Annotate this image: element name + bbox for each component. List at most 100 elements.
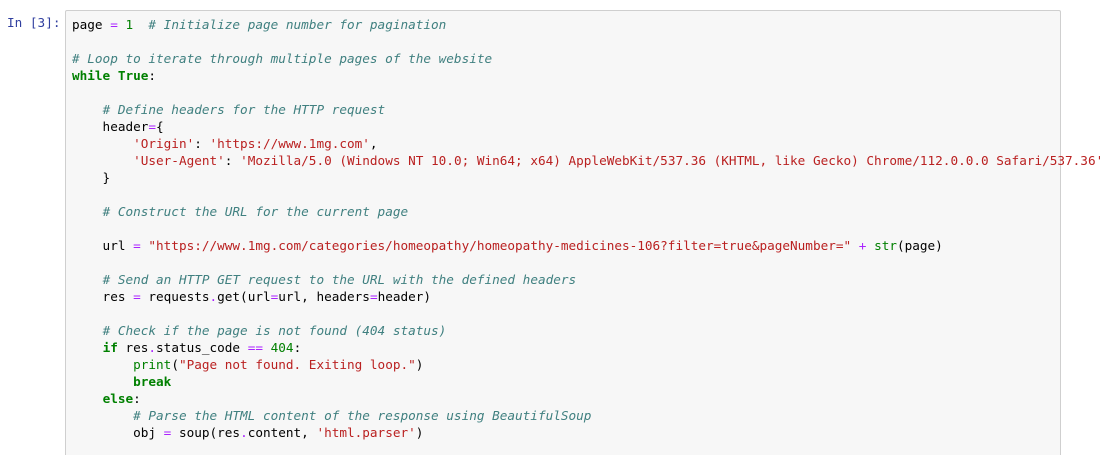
code-token xyxy=(866,238,874,253)
code-token: # Loop to iterate through multiple pages… xyxy=(72,51,493,66)
code-token: ) xyxy=(415,425,424,440)
code-token: : xyxy=(293,340,302,355)
code-token: url, headers xyxy=(278,289,370,304)
code-token xyxy=(72,391,103,406)
code-token: : xyxy=(224,153,241,168)
code-token: get(url xyxy=(217,289,271,304)
code-token: == xyxy=(247,340,263,355)
code-token xyxy=(72,102,103,117)
code-token: 'html.parser' xyxy=(316,425,416,440)
code-token: # Check if the page is not found (404 st… xyxy=(102,323,447,338)
code-token: # Initialize page number for pagination xyxy=(148,17,447,32)
code-token: 'https://www.1mg.com' xyxy=(209,136,370,151)
code-token: else xyxy=(102,391,134,406)
input-prompt: In [3]: xyxy=(7,15,61,30)
code-token: 1 xyxy=(125,17,134,32)
code-token xyxy=(72,272,103,287)
code-line: # Check if the page is not found (404 st… xyxy=(72,322,1103,339)
code-line: # Construct the URL for the current page xyxy=(72,203,1103,220)
code-token: header) xyxy=(377,289,432,304)
code-token: 'Mozilla/5.0 (Windows NT 10.0; Win64; x6… xyxy=(240,153,1103,168)
code-token: = xyxy=(110,17,118,32)
code-token: . xyxy=(148,340,157,355)
code-line: ​ xyxy=(72,84,1103,101)
code-token: requests xyxy=(140,289,210,304)
code-token: : xyxy=(133,391,141,406)
code-token: # Parse the HTML content of the response… xyxy=(133,408,592,423)
code-line: ​ xyxy=(72,305,1103,322)
code-token: ) xyxy=(415,357,424,372)
code-token: break xyxy=(133,374,172,389)
code-token: : xyxy=(148,68,157,83)
code-line: 'Origin': 'https://www.1mg.com', xyxy=(72,135,1103,152)
code-token: 'User-Agent' xyxy=(133,153,225,168)
code-token xyxy=(133,17,148,32)
code-token xyxy=(851,238,859,253)
code-token: status_code xyxy=(156,340,248,355)
code-line: ​ xyxy=(72,254,1103,271)
code-token: header xyxy=(72,119,149,134)
code-token: + xyxy=(858,238,867,253)
code-token xyxy=(263,340,271,355)
code-line: res = requests.get(url=url, headers=head… xyxy=(72,288,1103,305)
code-token: "https://www.1mg.com/categories/homeopat… xyxy=(148,238,852,253)
code-token: res xyxy=(117,340,149,355)
code-line: } xyxy=(72,169,1103,186)
code-line: if res.status_code == 404: xyxy=(72,339,1103,356)
code-token: ( xyxy=(171,357,179,372)
code-token: , xyxy=(369,136,378,151)
code-token: # Construct the URL for the current page xyxy=(102,204,409,219)
code-line: header={ xyxy=(72,118,1103,135)
code-token: 'Origin' xyxy=(133,136,195,151)
code-token xyxy=(72,408,133,423)
code-line: break xyxy=(72,373,1103,390)
code-token: # Send an HTTP GET request to the URL wi… xyxy=(102,272,577,287)
code-token: . xyxy=(209,289,218,304)
code-line: while True: xyxy=(72,67,1103,84)
code-line: # Send an HTTP GET request to the URL wi… xyxy=(72,271,1103,288)
code-token: (page) xyxy=(896,238,943,253)
code-token xyxy=(72,374,133,389)
code-token: while xyxy=(72,68,111,83)
code-token: { xyxy=(156,119,164,134)
code-token xyxy=(72,153,133,168)
code-token: = xyxy=(133,238,141,253)
code-line: # Define headers for the HTTP request xyxy=(72,101,1103,118)
code-token: = xyxy=(133,289,141,304)
code-token: = xyxy=(148,119,157,134)
code-token xyxy=(72,204,103,219)
code-token: = xyxy=(270,289,279,304)
code-token: content, xyxy=(247,425,317,440)
code-token: = xyxy=(369,289,378,304)
code-line: ​ xyxy=(72,33,1103,50)
code-line: obj = soup(res.content, 'html.parser') xyxy=(72,424,1103,441)
code-text: page = 1 # Initialize page number for pa… xyxy=(72,16,1103,441)
code-token xyxy=(72,323,103,338)
code-line: page = 1 # Initialize page number for pa… xyxy=(72,16,1103,33)
code-token: url xyxy=(72,238,134,253)
code-token: str xyxy=(874,238,897,253)
code-line: url = "https://www.1mg.com/categories/ho… xyxy=(72,237,1103,254)
code-token xyxy=(72,136,133,151)
code-editor[interactable]: page = 1 # Initialize page number for pa… xyxy=(65,10,1103,455)
code-line: # Parse the HTML content of the response… xyxy=(72,407,1103,424)
code-token: True xyxy=(117,68,149,83)
code-token: = xyxy=(163,425,172,440)
code-token: page xyxy=(72,17,111,32)
code-line: ​ xyxy=(72,220,1103,237)
code-token xyxy=(110,68,118,83)
code-token: soup(res xyxy=(171,425,241,440)
code-token: } xyxy=(72,170,111,185)
code-token: print xyxy=(133,357,172,372)
code-token: . xyxy=(240,425,248,440)
code-token: res xyxy=(72,289,134,304)
code-token: # Define headers for the HTTP request xyxy=(102,102,386,117)
code-token: if xyxy=(102,340,118,355)
code-line: ​ xyxy=(72,186,1103,203)
code-token: obj xyxy=(72,425,164,440)
code-token: "Page not found. Exiting loop." xyxy=(178,357,416,372)
code-token: 404 xyxy=(270,340,294,355)
code-token xyxy=(72,357,133,372)
code-line: else: xyxy=(72,390,1103,407)
